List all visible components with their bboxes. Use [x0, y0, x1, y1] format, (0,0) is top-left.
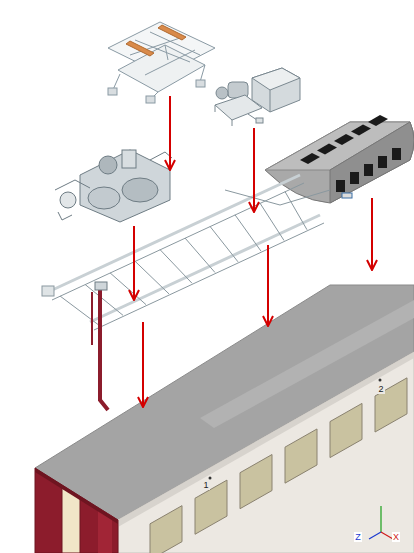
- frame-rib: [185, 238, 215, 273]
- car-window: [285, 429, 317, 483]
- equipment-cluster: [55, 150, 172, 222]
- roof-vent: [350, 172, 359, 184]
- roof-cover: [265, 115, 414, 203]
- roof-vent: [317, 144, 337, 155]
- car-window: [330, 403, 362, 457]
- roof-vent: [351, 125, 371, 136]
- roof-vent: [364, 164, 373, 176]
- car-body: [35, 285, 414, 553]
- frame-rib: [260, 203, 284, 240]
- axis-label: Z: [354, 532, 362, 542]
- axis-label: X: [392, 532, 400, 542]
- roof-vent: [300, 153, 320, 164]
- frame-rib: [285, 192, 307, 230]
- car-window: [195, 480, 227, 534]
- frame-rib: [235, 215, 261, 251]
- roof-vent: [334, 134, 354, 145]
- frame-rib: [160, 250, 192, 284]
- car-window: [150, 506, 182, 553]
- axis-triad: [369, 506, 393, 539]
- car-number: 2: [377, 384, 384, 394]
- frame-rib: [110, 273, 146, 305]
- frame-rib: [135, 261, 169, 294]
- frame-rib: [60, 296, 100, 326]
- assembly-arrow: [134, 96, 372, 407]
- roof-frame: [42, 175, 330, 330]
- earth-cable: [92, 282, 108, 410]
- car-window: [240, 455, 272, 509]
- frame-rib: [210, 226, 238, 261]
- roof-vent: [378, 156, 387, 168]
- compressor-unit: [215, 68, 300, 126]
- roof-vent: [368, 115, 388, 126]
- car-number: 1: [202, 480, 209, 490]
- pantograph: [108, 22, 215, 103]
- roof-vent: [336, 180, 345, 192]
- car-window: [375, 378, 407, 432]
- roof-vent: [392, 148, 401, 160]
